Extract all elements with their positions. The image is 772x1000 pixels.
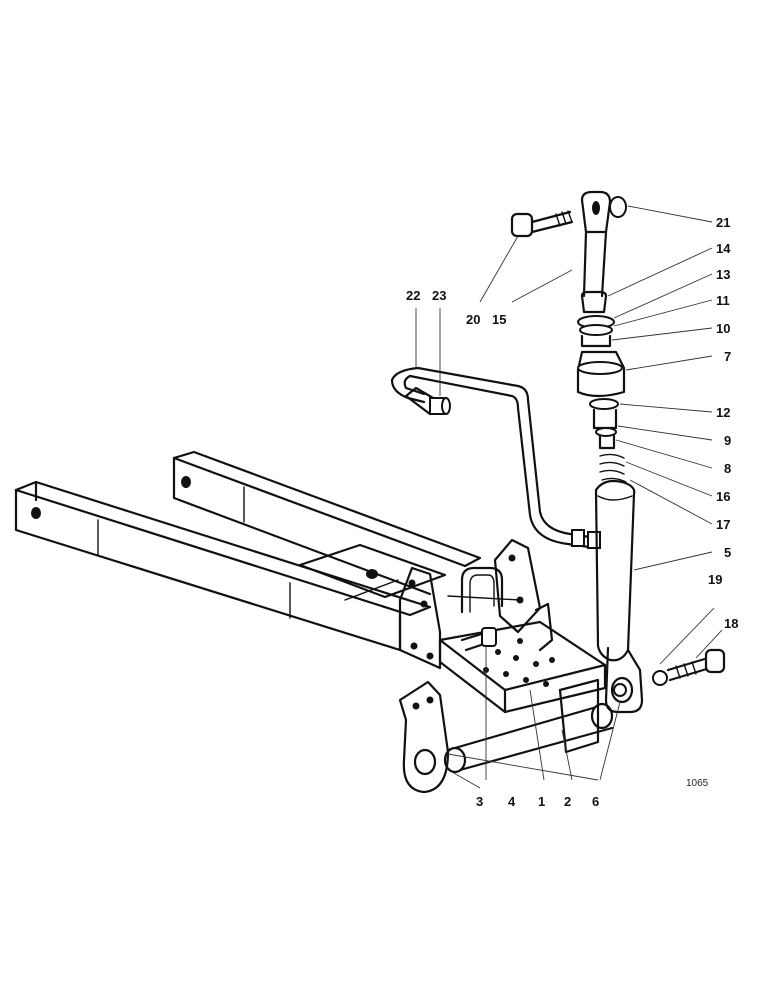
bottom-pin-bolt [666, 648, 726, 682]
label-15: 15 [492, 312, 506, 327]
label-18: 18 [724, 616, 738, 631]
hitch-bracket [398, 538, 554, 670]
label-22: 22 [406, 288, 420, 303]
label-8: 8 [724, 461, 731, 476]
label-4: 4 [508, 794, 516, 809]
label-14: 14 [716, 241, 731, 256]
drawbar-frame [14, 450, 482, 652]
label-9: 9 [724, 433, 731, 448]
label-19: 19 [708, 572, 722, 587]
label-16: 16 [716, 489, 730, 504]
label-11: 11 [716, 293, 730, 308]
hitch-plate [438, 620, 607, 714]
clevis-bracket [398, 680, 450, 794]
label-12: 12 [716, 405, 730, 420]
part-labels: 21 14 13 11 10 7 12 9 8 16 17 5 19 18 22… [406, 215, 738, 809]
label-23: 23 [432, 288, 446, 303]
label-20: 20 [466, 312, 480, 327]
label-2: 2 [564, 794, 571, 809]
label-5: 5 [724, 545, 731, 560]
label-3: 3 [476, 794, 483, 809]
label-6: 6 [592, 794, 599, 809]
label-17: 17 [716, 517, 730, 532]
pivot-pin [443, 678, 614, 774]
top-pin-bolt [510, 196, 627, 238]
leader-lines [415, 205, 723, 789]
hydraulic-cylinder [576, 190, 668, 714]
label-1: 1 [538, 794, 545, 809]
drawing-code: 1065 [686, 778, 709, 789]
label-21: 21 [716, 215, 730, 230]
label-13: 13 [716, 267, 730, 282]
label-7: 7 [724, 349, 731, 364]
hydraulic-pipe [390, 366, 601, 550]
label-10: 10 [716, 321, 730, 336]
